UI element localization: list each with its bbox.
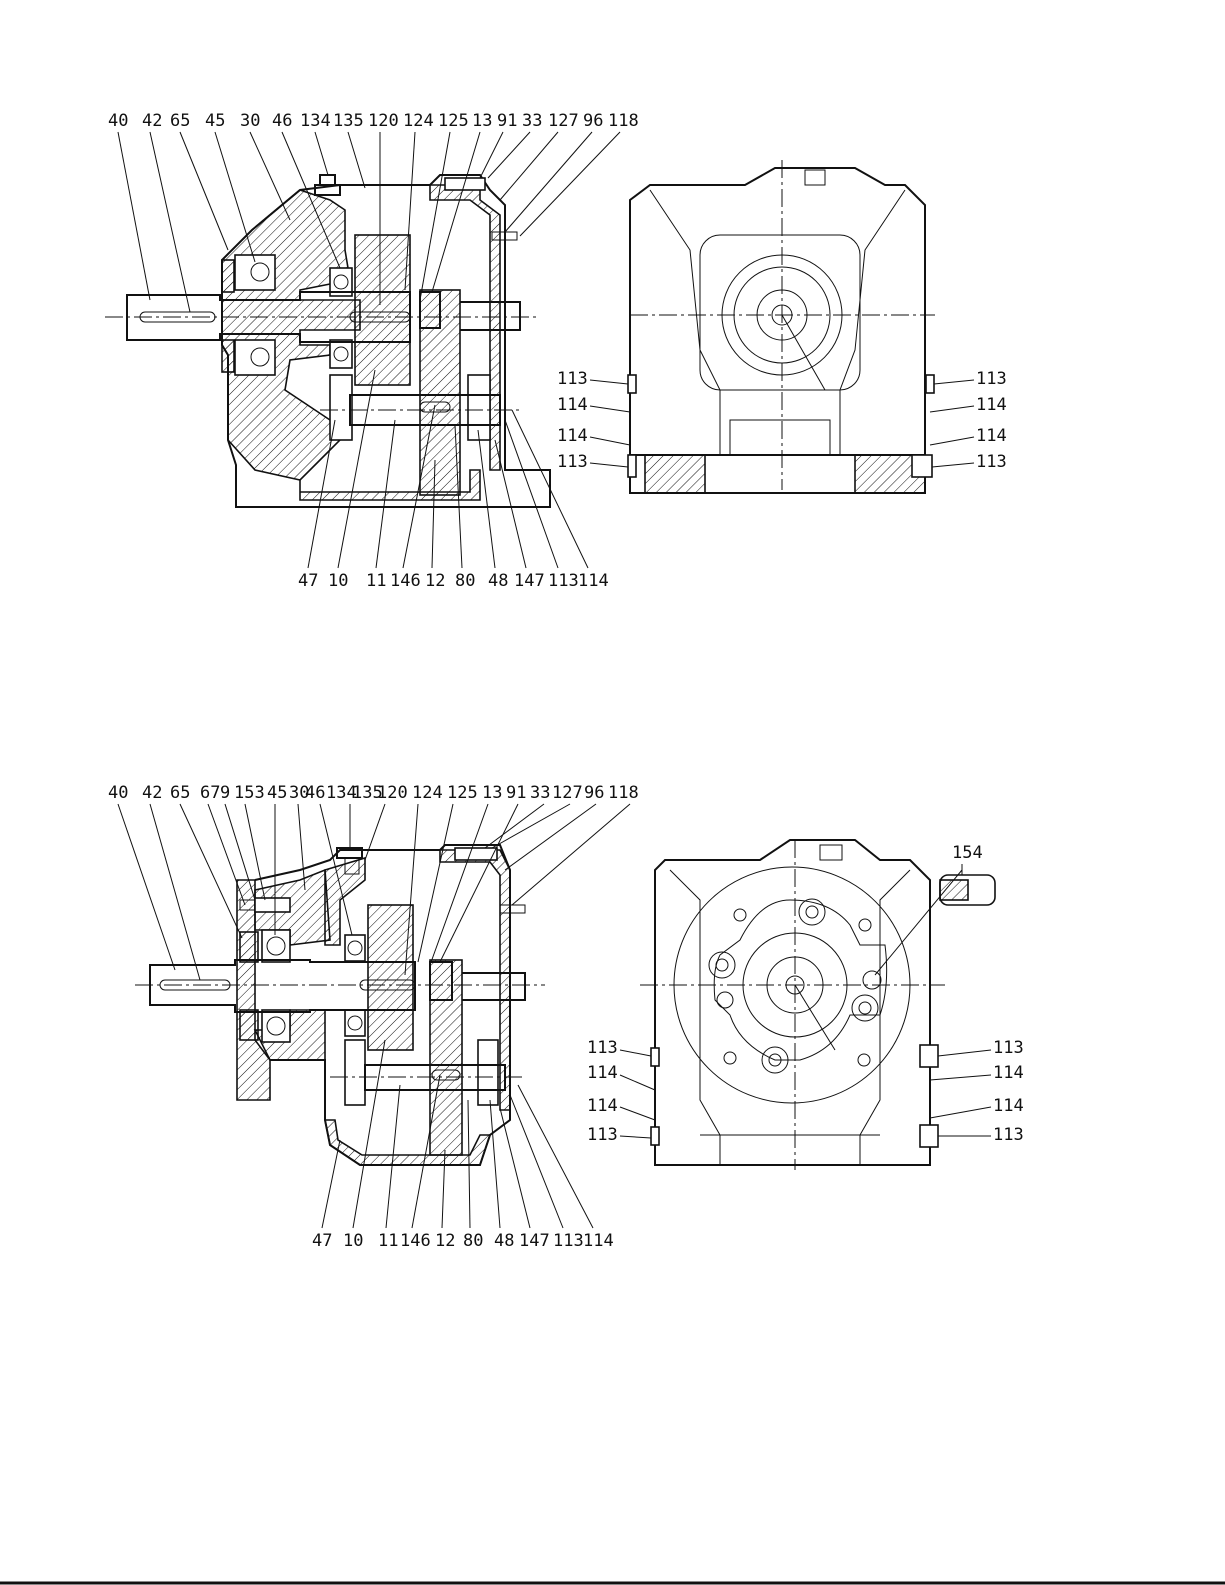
label2-48: 48 — [494, 1231, 514, 1251]
label-47: 47 — [298, 571, 318, 591]
label-13: 13 — [472, 111, 492, 131]
label2-45: 45 — [267, 783, 287, 803]
label-114-l2: 114 — [557, 426, 588, 446]
label2-153: 153 — [234, 783, 265, 803]
label2-120: 120 — [377, 783, 408, 803]
label2-47: 47 — [312, 1231, 332, 1251]
label-146: 146 — [390, 571, 421, 591]
label2-114-r1: 114 — [993, 1063, 1024, 1083]
label-11: 11 — [366, 571, 386, 591]
label-124: 124 — [403, 111, 434, 131]
label-135: 135 — [333, 111, 364, 131]
label-125: 125 — [438, 111, 469, 131]
label2-146: 146 — [400, 1231, 431, 1251]
label-12: 12 — [425, 571, 445, 591]
label2-11: 11 — [378, 1231, 398, 1251]
label2-9: 9 — [220, 783, 230, 803]
label2-96: 96 — [584, 783, 604, 803]
label-113-r1: 113 — [976, 369, 1007, 389]
end-view-bottom — [640, 840, 995, 1170]
label2-114-r2: 114 — [993, 1096, 1024, 1116]
label2-147: 147 — [519, 1231, 550, 1251]
label-118: 118 — [608, 111, 639, 131]
label2-91: 91 — [506, 783, 526, 803]
label2-80: 80 — [463, 1231, 483, 1251]
label2-114: 114 — [583, 1231, 614, 1251]
label2-113-r2: 113 — [993, 1125, 1024, 1145]
label-134: 134 — [300, 111, 331, 131]
label-10: 10 — [328, 571, 348, 591]
label2-33: 33 — [530, 783, 550, 803]
label2-42: 42 — [142, 783, 162, 803]
label-113: 113 — [548, 571, 579, 591]
label-65: 65 — [170, 111, 190, 131]
label-42: 42 — [142, 111, 162, 131]
end-view-top — [628, 160, 935, 493]
label2-65: 65 — [170, 783, 190, 803]
label-48: 48 — [488, 571, 508, 591]
section-view-bottom — [135, 845, 545, 1165]
label-113-l1: 113 — [557, 369, 588, 389]
label-114-r2: 114 — [976, 426, 1007, 446]
label2-113-l2: 113 — [587, 1125, 618, 1145]
label2-40: 40 — [108, 783, 128, 803]
label2-118: 118 — [608, 783, 639, 803]
label2-46: 46 — [305, 783, 325, 803]
label-45: 45 — [205, 111, 225, 131]
label-114: 114 — [578, 571, 609, 591]
label-147: 147 — [514, 571, 545, 591]
label2-114-l1: 114 — [587, 1063, 618, 1083]
label2-113: 113 — [553, 1231, 584, 1251]
label-91: 91 — [497, 111, 517, 131]
label-46: 46 — [272, 111, 292, 131]
label-40: 40 — [108, 111, 128, 131]
label2-154: 154 — [952, 843, 983, 863]
label2-10: 10 — [343, 1231, 363, 1251]
label2-113-l1: 113 — [587, 1038, 618, 1058]
section-view-top — [105, 175, 550, 507]
label2-12: 12 — [435, 1231, 455, 1251]
label-120: 120 — [368, 111, 399, 131]
label2-127: 127 — [552, 783, 583, 803]
label-114-l1: 114 — [557, 395, 588, 415]
label-114-r1: 114 — [976, 395, 1007, 415]
label2-113-r1: 113 — [993, 1038, 1024, 1058]
label-80: 80 — [455, 571, 475, 591]
label2-125: 125 — [447, 783, 478, 803]
label-113-l2: 113 — [557, 452, 588, 472]
label2-67: 67 — [200, 783, 220, 803]
label2-124: 124 — [412, 783, 443, 803]
label-96: 96 — [583, 111, 603, 131]
label-113-r2: 113 — [976, 452, 1007, 472]
label-127: 127 — [548, 111, 579, 131]
label2-13: 13 — [482, 783, 502, 803]
label-33: 33 — [522, 111, 542, 131]
label2-114-l2: 114 — [587, 1096, 618, 1116]
label-30: 30 — [240, 111, 260, 131]
